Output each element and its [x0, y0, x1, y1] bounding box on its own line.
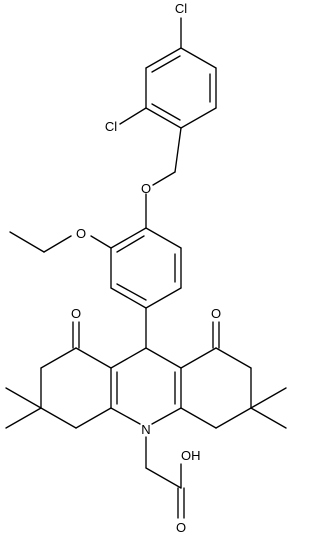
bond-methyl-left-1: [5, 387, 42, 409]
bond-ethoxy-ch2: [43, 235, 72, 253]
bond-benzyl-ch2: [174, 127, 182, 173]
atom-o-ether-aryl: O: [141, 181, 151, 196]
bond-methyl-left-2: [5, 407, 42, 429]
bond-ethoxy-ch3: [9, 231, 45, 253]
bond-ch2-o: [152, 171, 176, 186]
molecule-structure: Cl Cl O O O O N OH O: [5, 1, 287, 535]
atom-o-ketone-right: O: [211, 306, 221, 321]
atom-cl-left: Cl: [105, 119, 117, 134]
bond-aryl-o-ethoxy: [90, 235, 112, 249]
bond-cl-left: [119, 107, 147, 125]
atom-n-acridine: N: [141, 422, 150, 437]
bond-methyl-right-1: [250, 387, 287, 409]
molecule-canvas: Cl Cl O O O O N OH O: [5, 1, 287, 535]
atom-cl-top: Cl: [175, 1, 187, 16]
bond-ch2-cooh: [145, 467, 182, 489]
bond-methyl-right-2: [250, 407, 287, 429]
atom-o-acid-carbonyl: O: [176, 520, 186, 535]
ethoxyphenyl-ring: [110, 227, 182, 309]
dichlorophenyl-ring: [145, 47, 217, 129]
right-cyclohexanone-ring: [180, 347, 252, 429]
central-dihydropyridine-ring: [110, 347, 182, 425]
atom-o-acid-oh: OH: [181, 448, 201, 463]
left-cyclohexanone-ring: [40, 347, 112, 429]
atom-o-ethoxy: O: [76, 226, 86, 241]
atom-o-ketone-left: O: [71, 306, 81, 321]
